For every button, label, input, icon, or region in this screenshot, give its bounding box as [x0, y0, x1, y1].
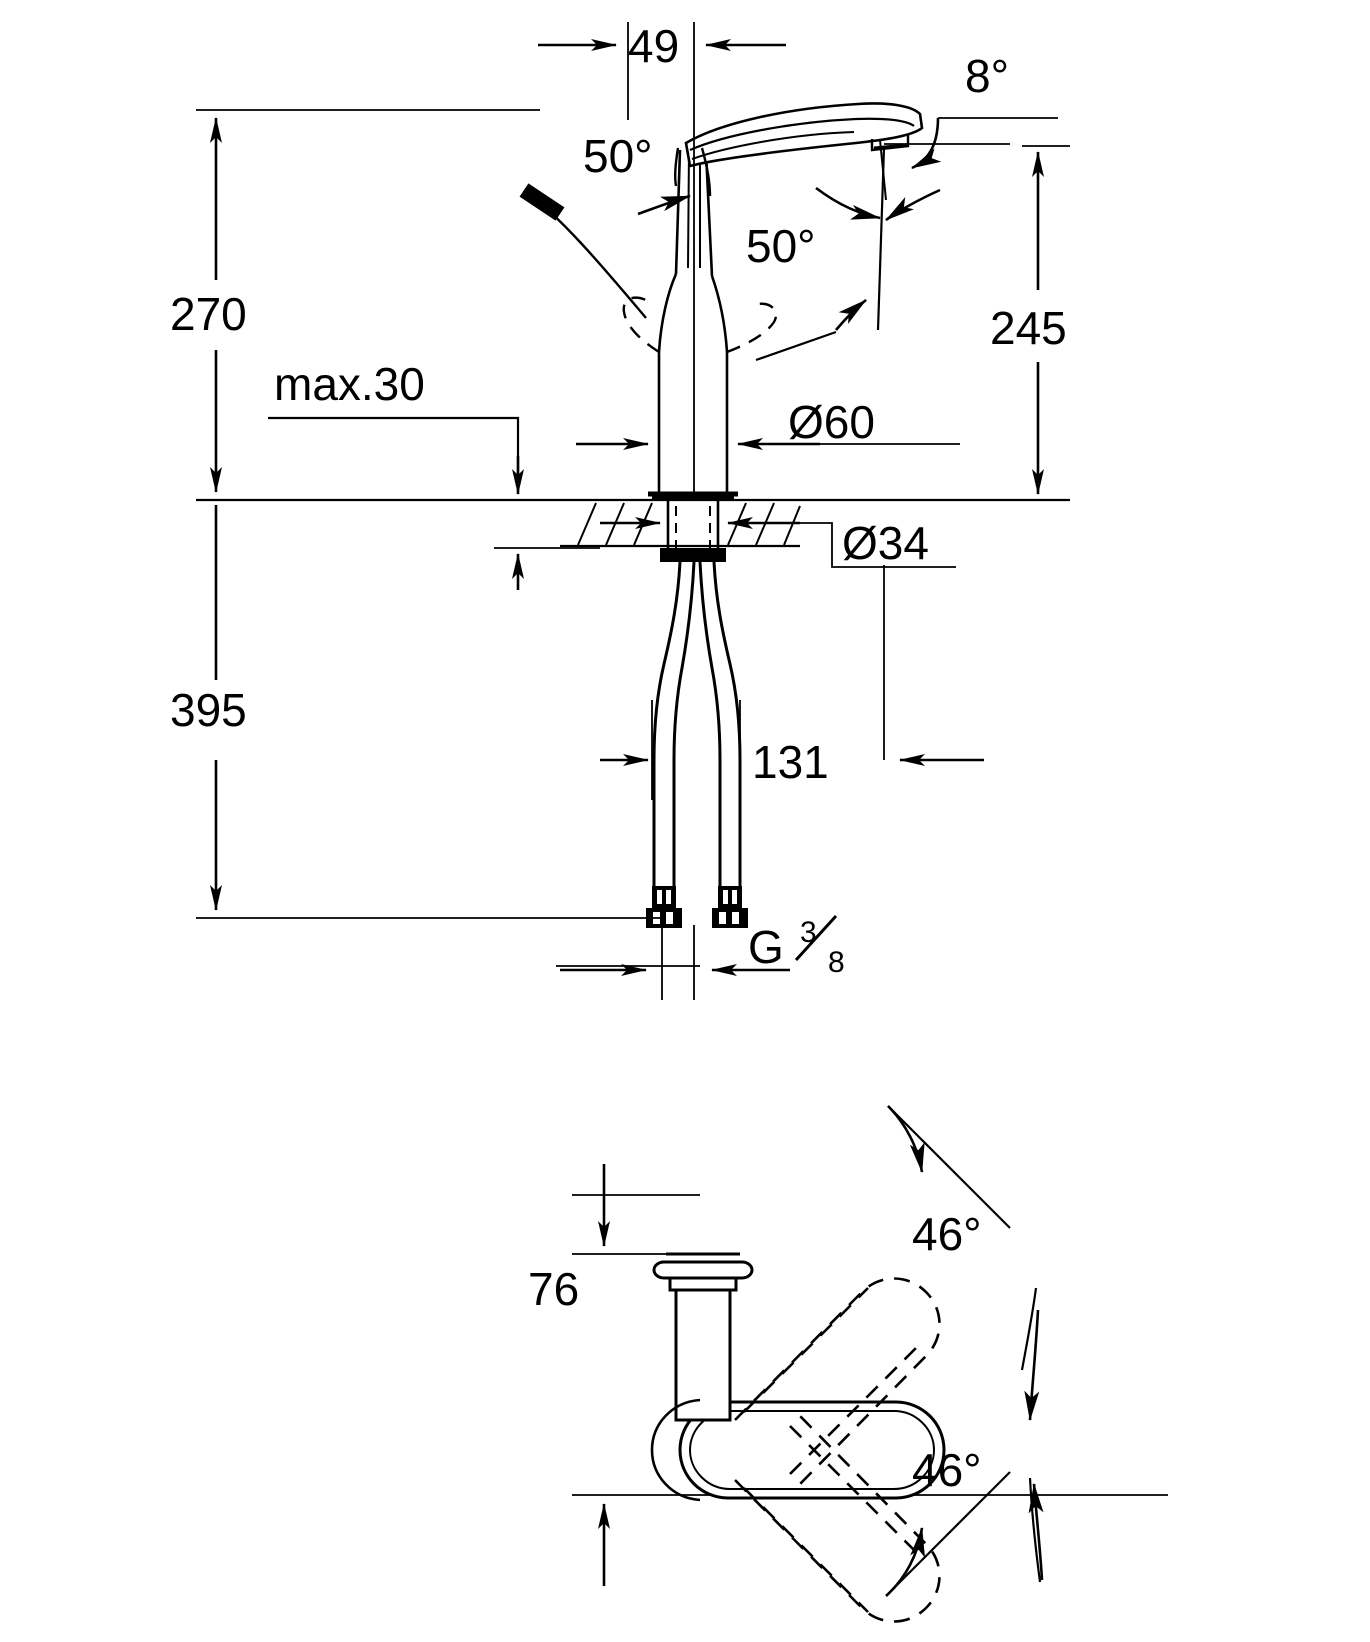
- spout: [684, 102, 924, 168]
- dim-label-76: 76: [528, 1263, 579, 1315]
- dim-label-d60: Ø60: [788, 396, 875, 448]
- dimension-d34: [600, 517, 956, 568]
- dimension-8deg: [879, 117, 1058, 201]
- dim-label-270: 270: [170, 288, 247, 340]
- lever-phantom-positions: [622, 296, 778, 354]
- dim-label-50deg-mid: 50°: [746, 220, 816, 272]
- under-deck-shank: [660, 500, 726, 562]
- dim-label-49: 49: [628, 20, 679, 72]
- dimension-text-layer: 49 8° 50° 50° 270 245 max.30 Ø60 Ø34 395…: [170, 20, 1067, 1496]
- hose-end-fittings: [646, 886, 748, 928]
- dim-label-max30: max.30: [274, 358, 425, 410]
- flexible-hoses: [652, 561, 742, 886]
- dim-label-G38: G 3 8: [748, 914, 845, 979]
- dim-label-395: 395: [170, 684, 247, 736]
- dimension-G38: [556, 964, 790, 976]
- dimension-d60: [576, 420, 960, 500]
- dimension-50deg-mid: [755, 147, 941, 362]
- dimension-46deg-upper: [887, 1105, 1040, 1421]
- centre-line-vertical: [661, 22, 695, 1000]
- dimension-50deg-upper: [519, 183, 691, 319]
- dimension-270: [196, 109, 540, 493]
- dim-label-46deg-top: 46°: [912, 1208, 982, 1260]
- plan-body-cap: [650, 1252, 754, 1502]
- dimension-max30: [268, 416, 600, 590]
- dim-label-d34: Ø34: [842, 517, 929, 569]
- dimension-245: [1022, 145, 1070, 495]
- dimension-395: [196, 505, 662, 919]
- thread-numerator: 3: [800, 916, 817, 949]
- plan-lever: [678, 1400, 946, 1500]
- dimension-46deg-lower: [885, 1471, 1044, 1597]
- lever-handle: [673, 147, 712, 197]
- dim-label-46deg-bot: 46°: [912, 1444, 982, 1496]
- dimension-76: [572, 1164, 700, 1586]
- dim-label-50deg-top: 50°: [583, 130, 653, 182]
- dim-label-245: 245: [990, 302, 1067, 354]
- faucet-body: [648, 147, 738, 500]
- dim-label-8deg: 8°: [965, 50, 1009, 102]
- deck-surface-line: [196, 498, 1070, 548]
- thread-denominator: 8: [828, 946, 845, 979]
- dim-label-131: 131: [752, 736, 829, 788]
- dimension-131: [600, 565, 984, 800]
- thread-prefix: G: [748, 921, 784, 973]
- dimension-49: [538, 22, 786, 120]
- plan-lever-phantom: [734, 1277, 941, 1623]
